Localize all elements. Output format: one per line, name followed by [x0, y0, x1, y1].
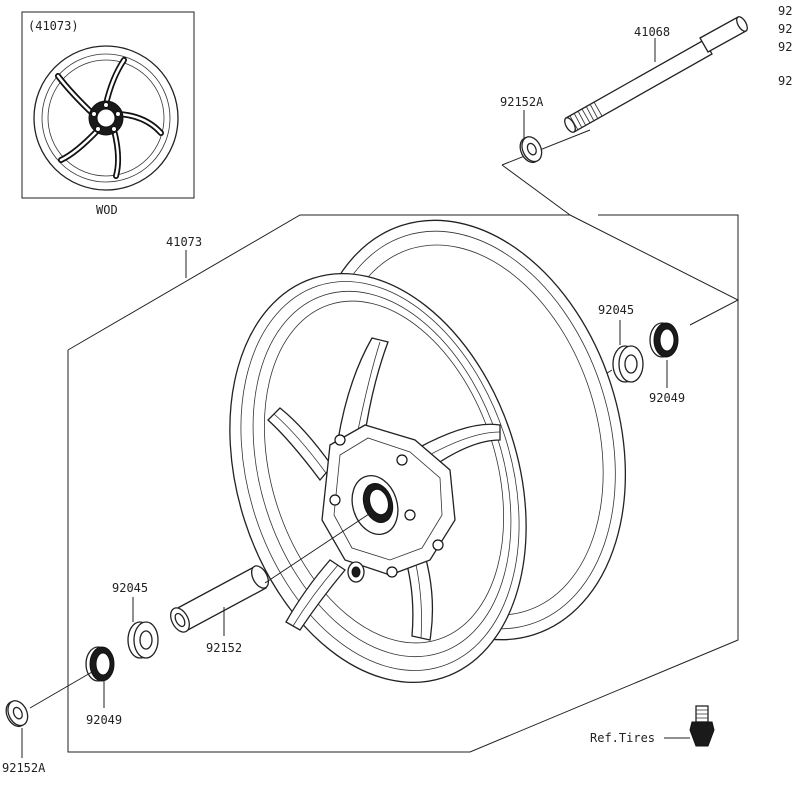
- inset-wheel-variant[interactable]: (41073): [21, 11, 195, 217]
- label-seal-right[interactable]: 92049: [649, 391, 685, 405]
- spacer[interactable]: [167, 563, 272, 635]
- label-seal-left[interactable]: 92049: [86, 713, 122, 727]
- side-labels: 92 92 92 92: [778, 4, 792, 88]
- label-collar-left[interactable]: 92152A: [2, 761, 46, 775]
- assembly-outline: [67, 129, 740, 753]
- label-axle-collar[interactable]: 92152A: [500, 95, 544, 109]
- wheel-hub: [321, 424, 456, 583]
- bearing-right[interactable]: [612, 345, 644, 383]
- seal-right[interactable]: [649, 322, 679, 358]
- side-label-4[interactable]: 92: [778, 74, 792, 88]
- axle-collar-left[interactable]: [2, 698, 31, 730]
- axle[interactable]: [563, 15, 750, 134]
- inset-frame: [21, 11, 195, 199]
- side-label-1[interactable]: 92: [778, 4, 792, 18]
- wheel[interactable]: [180, 179, 677, 721]
- bearing-left[interactable]: [127, 621, 159, 659]
- label-spacer[interactable]: 92152: [206, 641, 242, 655]
- seal-left[interactable]: [85, 646, 115, 682]
- label-wheel[interactable]: 41073: [166, 235, 202, 249]
- label-bearing-right[interactable]: 92045: [598, 303, 634, 317]
- label-bearing-left[interactable]: 92045: [112, 581, 148, 595]
- label-ref-tires[interactable]: Ref.Tires: [590, 731, 655, 745]
- side-label-3[interactable]: 92: [778, 40, 792, 54]
- tire-valve[interactable]: [689, 705, 715, 747]
- label-axle[interactable]: 41068: [634, 25, 670, 39]
- inset-part-number[interactable]: (41073): [28, 19, 79, 33]
- side-label-2[interactable]: 92: [778, 22, 792, 36]
- axle-collar-top[interactable]: [516, 134, 545, 166]
- inset-wheel-drawing: [33, 45, 179, 191]
- inset-caption: WOD: [96, 203, 118, 217]
